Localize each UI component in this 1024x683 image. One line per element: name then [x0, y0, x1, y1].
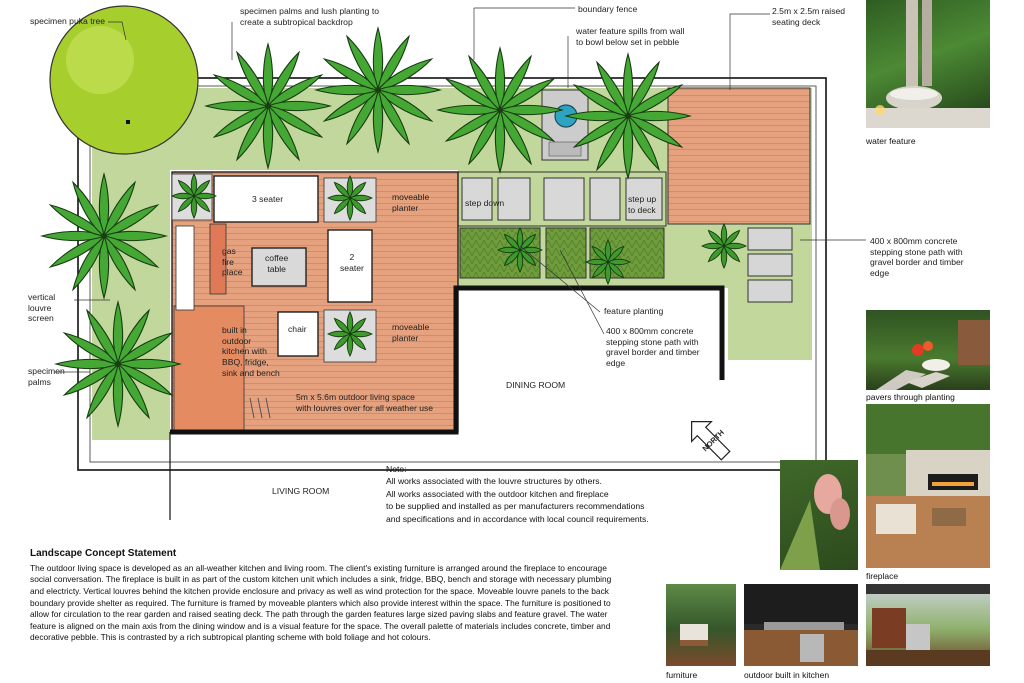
note-title: Note:: [386, 464, 407, 474]
north-arrow: NORTH: [680, 410, 740, 470]
small-palm-2: [327, 175, 373, 221]
planting-photo-art: [780, 474, 850, 570]
note-line: All works associated with the outdoor ki…: [386, 488, 609, 499]
raised-seating-deck: [667, 87, 811, 225]
caption-fireplace: fireplace: [866, 571, 899, 581]
feature-planting-beds: [459, 227, 665, 279]
caption-water-feature: water feature: [866, 136, 916, 146]
small-palm-3: [327, 311, 373, 357]
note-line: and specifications and in accordance wit…: [386, 513, 649, 524]
stepping-stone-path-rear: [461, 177, 663, 221]
house-wall: [170, 285, 725, 435]
photo-furniture: [666, 584, 736, 666]
fireplace-photo-art: [866, 404, 990, 568]
note-line: All works associated with the louvre str…: [386, 476, 602, 487]
concept-statement: Landscape Concept Statement The outdoor …: [30, 547, 615, 644]
caption-furniture: furniture: [666, 670, 698, 680]
pavers-photo-art: [876, 320, 990, 390]
label-feature-planting: feature planting: [604, 306, 664, 316]
garden-planting-area: [92, 88, 812, 440]
label-living-space: 5m x 5.6m outdoor living space with louv…: [296, 392, 434, 413]
water-feature-photo-art: [866, 0, 990, 128]
label-step-up: step up to deck: [628, 194, 657, 215]
label-two-seater: 2 seater: [340, 252, 364, 273]
label-gas-fire: gas fire place: [222, 246, 243, 278]
outdoor-room-photo-art: [866, 584, 990, 666]
label-palms-backdrop: specimen palms and lush planting to crea…: [240, 6, 380, 27]
label-living-room: LIVING ROOM: [272, 486, 330, 496]
label-moveable-planter-1: moveable planter: [392, 192, 430, 213]
label-three-seater: 3 seater: [252, 194, 284, 204]
photo-fireplace: [866, 404, 990, 568]
note-block: Note: All works associated with the louv…: [386, 463, 649, 525]
label-coffee-table: coffee table: [265, 253, 289, 274]
small-palm-5: [585, 239, 631, 285]
label-water-feature: water feature spills from wall to bowl b…: [576, 26, 685, 47]
label-dining-room: DINING ROOM: [506, 380, 566, 390]
caption-pavers: pavers through planting: [866, 392, 955, 402]
kitchen-photo-art: [744, 584, 858, 666]
note-line: to be supplied and installed as per manu…: [386, 501, 645, 512]
photo-kitchen: [744, 584, 858, 666]
gas-fireplace: [209, 223, 227, 295]
small-palm-1: [171, 173, 217, 219]
coffee-table: [251, 247, 307, 287]
furniture-photo-art: [680, 624, 708, 646]
stepping-stone-path-side: [747, 227, 793, 303]
label-step-down: step down: [465, 198, 505, 208]
label-stepping-path-2: 400 x 800mm concrete stepping stone path…: [870, 236, 964, 279]
caption-kitchen: outdoor built in kitchen: [744, 670, 830, 680]
small-palm-4: [497, 227, 543, 273]
label-chair: chair: [288, 324, 307, 334]
chair: [277, 311, 319, 357]
leader-lines: [54, 7, 866, 373]
photo-outdoor-room: [866, 584, 990, 666]
label-vertical-louvre: vertical louvre screen: [28, 292, 56, 324]
three-seater-sofa: [213, 175, 319, 223]
label-boundary-fence: boundary fence: [578, 4, 638, 14]
louvre-sketch: [249, 397, 271, 419]
label-puka-tree: specimen puka tree: [30, 16, 105, 26]
outdoor-kitchen: [173, 305, 245, 431]
label-kitchen: built in outdoor kitchen with BBQ, fridg…: [222, 325, 280, 378]
label-specimen-palms: specimen palms: [28, 366, 65, 387]
label-raised-deck: 2.5m x 2.5m raised seating deck: [772, 6, 846, 27]
small-palm-6: [701, 223, 747, 269]
photo-planting: [780, 460, 858, 570]
statement-body: The outdoor living space is developed as…: [30, 562, 612, 643]
label-stepping-path-1: 400 x 800mm concrete stepping stone path…: [606, 326, 700, 369]
statement-title: Landscape Concept Statement: [30, 548, 177, 559]
two-seater-sofa: [327, 229, 373, 303]
photo-water-feature: [866, 0, 990, 128]
north-arrow-icon: [691, 421, 731, 461]
photo-pavers: [866, 310, 990, 390]
label-moveable-planter-2: moveable planter: [392, 322, 430, 343]
